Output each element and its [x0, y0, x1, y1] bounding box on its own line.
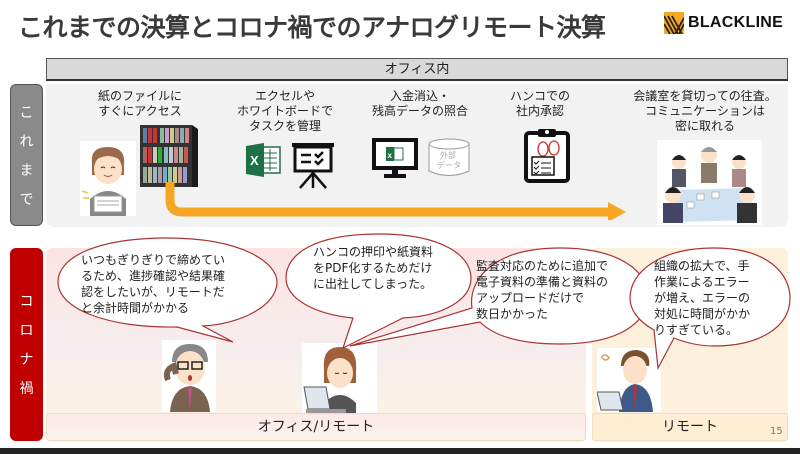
- svg-text:x: x: [388, 151, 393, 160]
- tab-char: ま: [19, 162, 34, 179]
- bubble-2-text: ハンコの押印や紙資料 をPDF化するためだけ に出社してしまった。: [313, 245, 434, 291]
- speech-bubble-2: ハンコの押印や紙資料 をPDF化するためだけ に出社してしまった。: [283, 232, 473, 350]
- meeting-room-illustration: [657, 140, 762, 225]
- office-header: オフィス内: [46, 58, 788, 81]
- bottom-bar: [0, 448, 800, 454]
- troubled-man-laptop-illustration: [596, 348, 661, 412]
- section-tab-corona: コ ロ ナ 禍: [10, 248, 43, 441]
- label-remote: リモート: [592, 413, 788, 441]
- tab-char: れ: [19, 133, 34, 150]
- bubble-3-text: 監査対応のために追加で 電子資料の準備と資料の アップロードだけで 数日かかった: [476, 259, 609, 321]
- bubble-1-text: いつもぎりぎりで締めてい るため、進捗確認や結果確 認をしたいが、リモートだ と…: [81, 253, 226, 315]
- tab-char: こ: [19, 104, 34, 121]
- item-label-meeting-room: 会議室を貸切っての往査。 コミュニケーションは 密に取れる: [633, 89, 777, 133]
- monitor-excel-icon: x: [372, 138, 418, 180]
- blackline-logo: BLACKLINE: [664, 12, 783, 34]
- item-label-excel-whiteboard: エクセルや ホワイトボードで タスクを管理: [236, 89, 333, 133]
- svg-text:外部: 外部: [440, 150, 456, 160]
- section-tab-before: こ れ ま で: [10, 84, 43, 226]
- speech-bubble-1: いつもぎりぎりで締めてい るため、進捗確認や結果確 認をしたいが、リモートだ と…: [55, 236, 280, 346]
- page-number: 15: [770, 426, 783, 437]
- woman-with-paper-icon: [80, 141, 136, 216]
- tab-char: ナ: [19, 352, 34, 368]
- svg-text:X: X: [250, 153, 259, 168]
- file-cabinet-icon: [140, 125, 198, 187]
- tab-char: 禍: [19, 381, 34, 397]
- speech-bubble-4: 組織の拡大で、手 作業によるエラー が増え、エラーの 対処に時間がかか りすぎて…: [628, 246, 792, 371]
- svg-text:データ: データ: [437, 160, 461, 170]
- stressed-woman-laptop-illustration: [302, 343, 377, 413]
- label-office-remote: オフィス/リモート: [46, 413, 586, 441]
- tab-char: コ: [19, 294, 34, 310]
- slide-title: これまでの決算とコロナ禍でのアナログリモート決算: [18, 13, 606, 42]
- bubble-4-text: 組織の拡大で、手 作業によるエラー が増え、エラーの 対処に時間がかか りすぎて…: [654, 259, 751, 337]
- logo-text: BLACKLINE: [688, 14, 784, 31]
- whiteboard-icon: [290, 141, 336, 189]
- blackline-logo-icon: [664, 12, 684, 34]
- clipboard-stamps-icon: [524, 127, 570, 183]
- speech-bubble-3: 監査対応のために追加で 電子資料の準備と資料の アップロードだけで 数日かかった: [349, 246, 650, 352]
- external-data-database-icon: 外部 データ: [427, 138, 471, 178]
- progress-arrow-icon: [160, 178, 635, 224]
- item-label-reconciliation: 入金消込・ 残高データの照合: [371, 89, 468, 118]
- excel-icon: X: [246, 143, 282, 177]
- tab-char: ロ: [19, 323, 34, 339]
- worried-man-illustration: [162, 340, 216, 412]
- item-label-stamp-approval: ハンコでの 社内承認: [509, 89, 570, 118]
- item-label-paper-files: 紙のファイルに すぐにアクセス: [97, 89, 182, 118]
- tab-char: で: [19, 191, 34, 208]
